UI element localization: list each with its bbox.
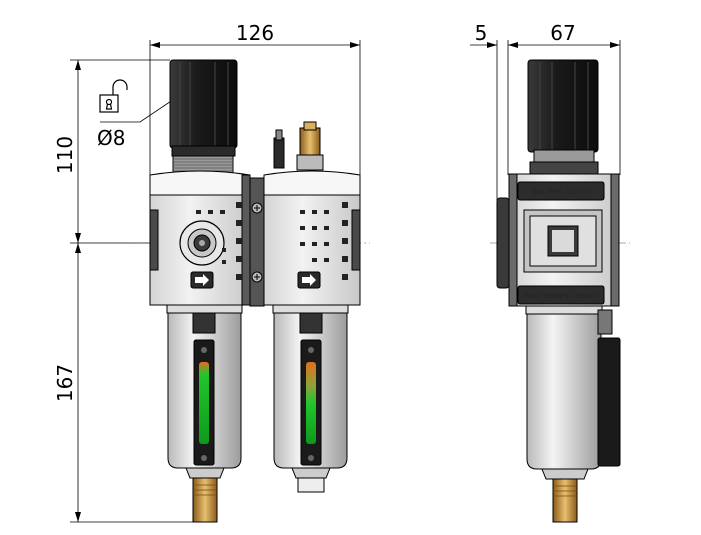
arrow-right-icon xyxy=(297,271,321,289)
dim-height-upper: 110 xyxy=(53,136,77,174)
dim-overall-width: 126 xyxy=(236,21,274,45)
label-max-temperature: Tmax 50°C (122°F) xyxy=(530,189,591,196)
regulator-unit xyxy=(149,59,251,523)
padlock-icon xyxy=(99,79,128,113)
sight-glass xyxy=(199,362,209,444)
connector-clamp xyxy=(249,177,265,307)
dim-wall-offset: 5 xyxy=(475,21,488,45)
dim-side-width: 67 xyxy=(550,21,575,45)
side-view: Tmax 50°C (122°F) Pmax 1600kPa (16bar) xyxy=(496,59,621,523)
dim-height-lower: 167 xyxy=(53,364,77,402)
sight-glass xyxy=(306,362,316,444)
lubricator-unit xyxy=(263,121,361,493)
arrow-right-icon xyxy=(190,271,214,289)
dim-lock-diameter: Ø8 xyxy=(97,126,125,150)
label-max-pressure: Pmax 1600kPa (16bar) xyxy=(525,293,597,300)
dimension-arrows xyxy=(75,42,620,522)
